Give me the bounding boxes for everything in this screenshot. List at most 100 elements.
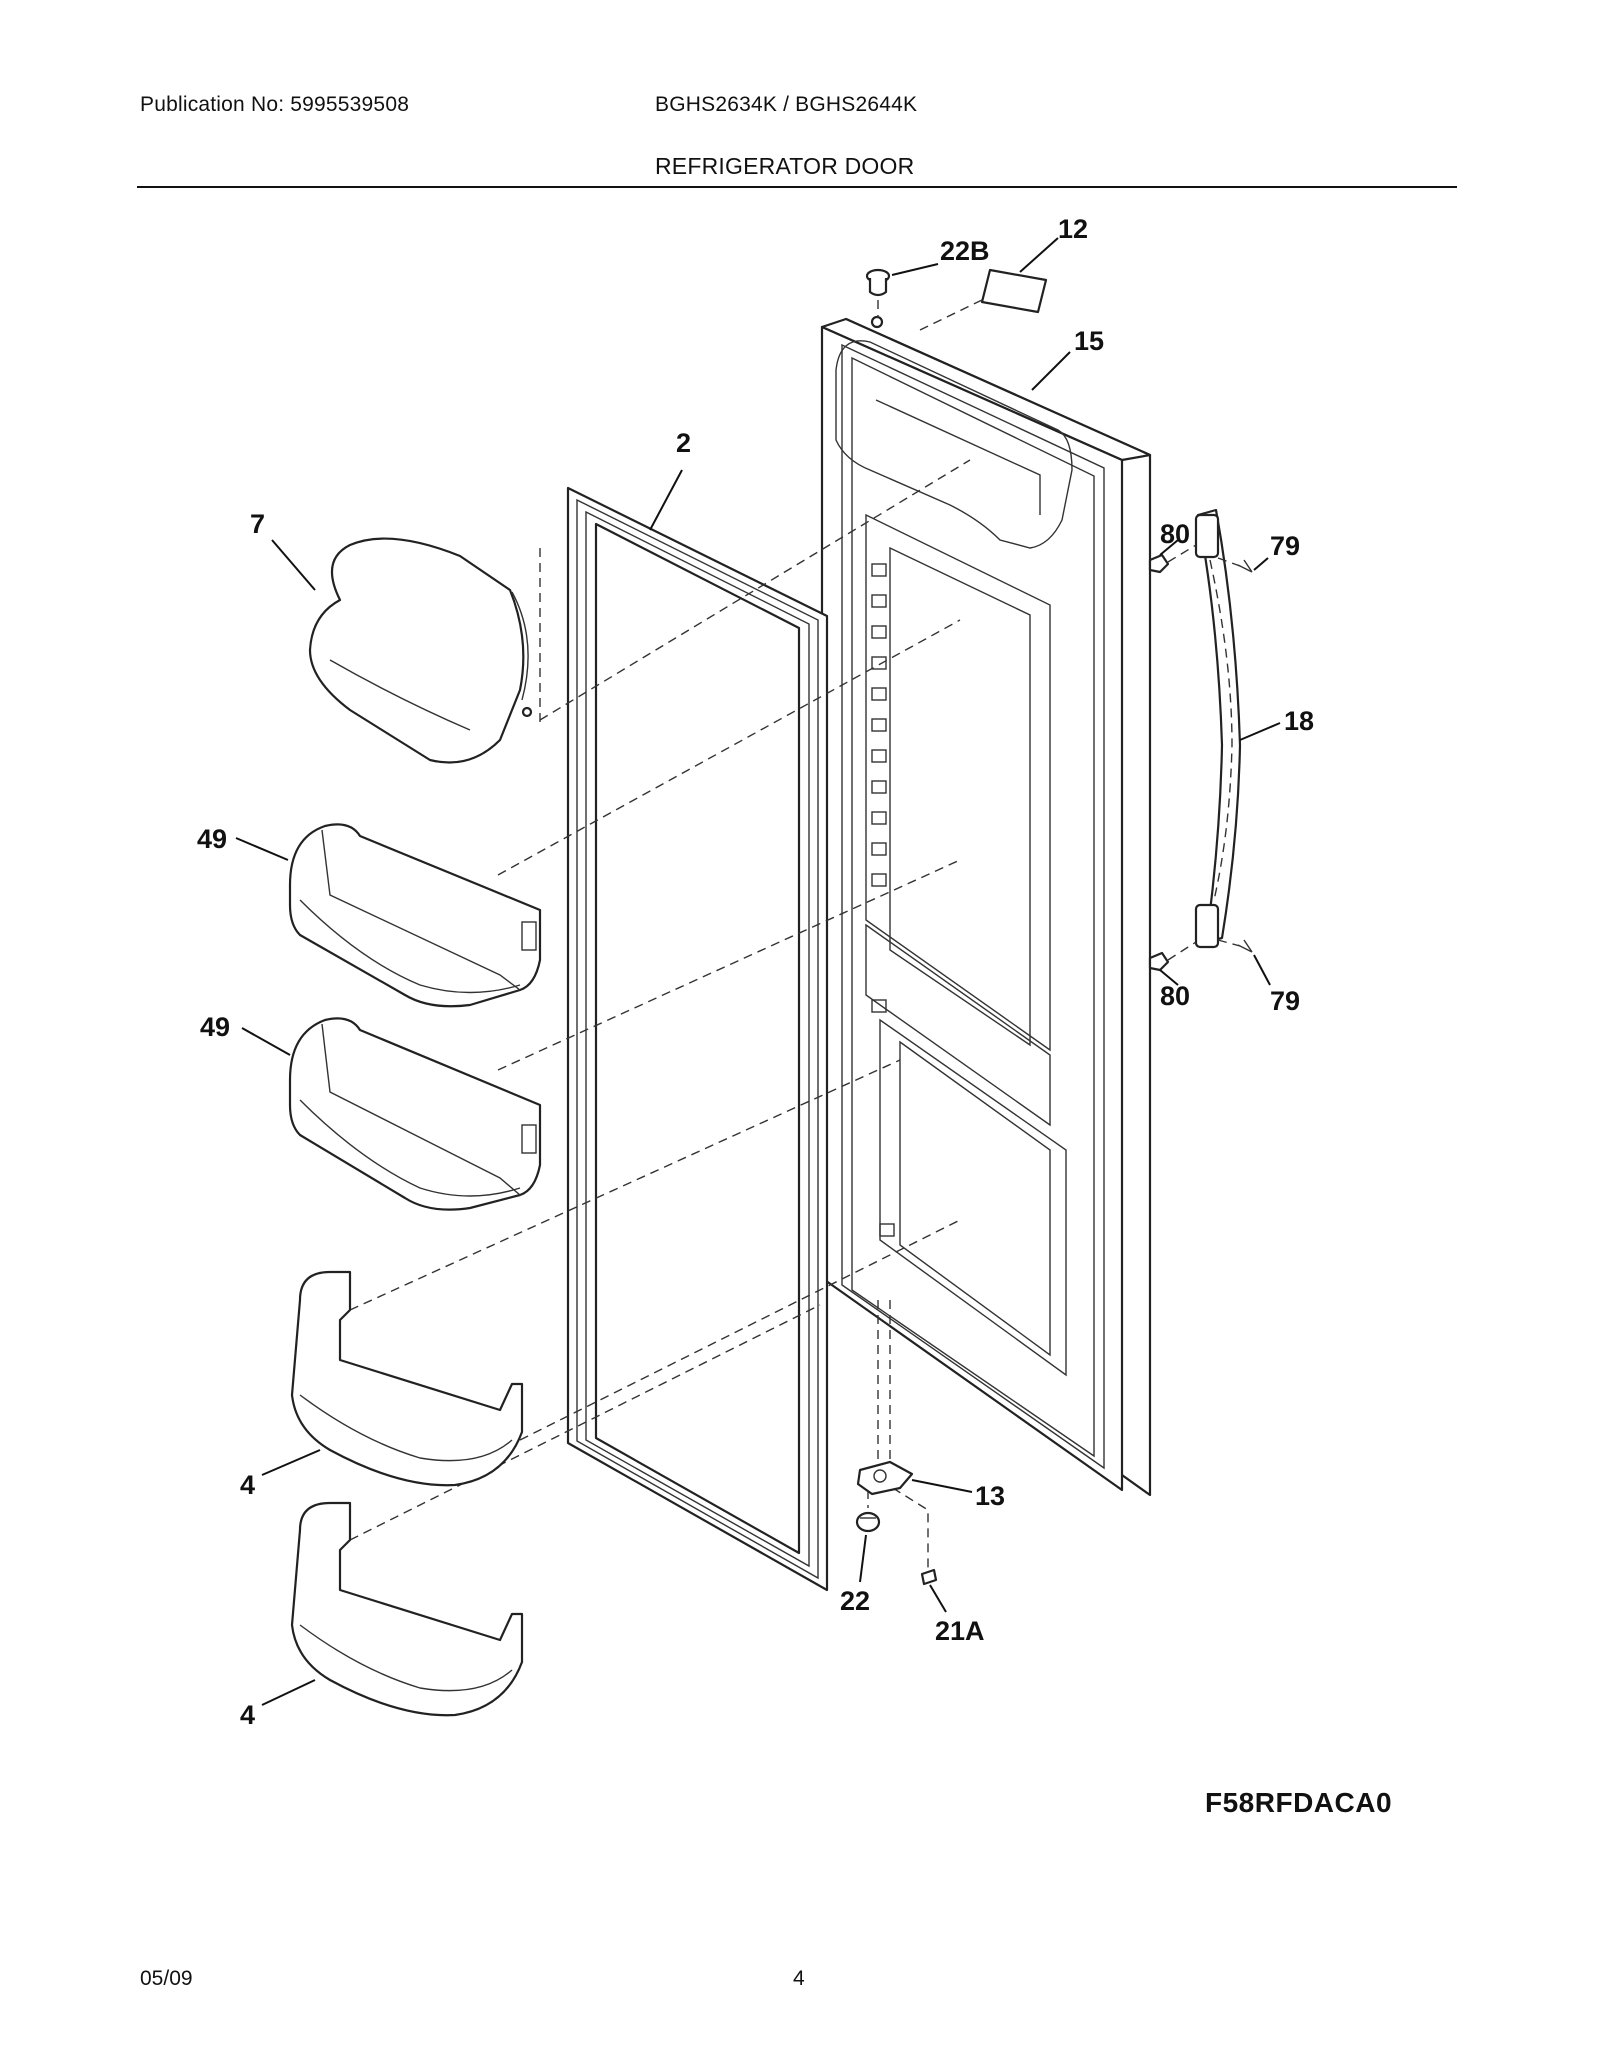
section-title: REFRIGERATOR DOOR <box>655 153 915 179</box>
screw-80b-head <box>1148 951 1170 972</box>
publication-date: 05/09 <box>140 1967 193 1990</box>
handle-cap-part-79-upper <box>1217 557 1253 573</box>
screw-80a-head <box>1148 553 1170 574</box>
leader-49b <box>241 1027 291 1056</box>
door-upper-cavity <box>865 513 1051 1052</box>
gasket-inner <box>594 522 801 1555</box>
dash-4b-top <box>349 1304 821 1541</box>
hinge-dash-3 <box>879 1479 929 1570</box>
bin-49-body <box>288 823 542 1008</box>
shelf-stud <box>871 594 887 608</box>
shelf-stud <box>871 873 887 887</box>
cap-79a-dash <box>1217 557 1241 567</box>
door-top-shelf-molding <box>835 340 1073 549</box>
handle-centerline <box>1209 559 1233 901</box>
bin-49-lip <box>299 899 521 994</box>
leader-21a <box>929 1584 947 1613</box>
door-upper-cavity-inner <box>889 546 1031 1047</box>
shelf-stud <box>871 718 887 732</box>
callout-12: 12 <box>1058 214 1088 244</box>
cap-79a-shape <box>1237 559 1253 573</box>
bottom-bushing-part-22 <box>855 1511 881 1533</box>
publication-number: Publication No: 5995539508 <box>140 93 410 116</box>
model-numbers: BGHS2634K / BGHS2644K <box>655 93 918 116</box>
handle-cap-part-79-lower <box>1217 939 1253 953</box>
leader-80a <box>1159 539 1179 556</box>
gasket-ridge-2 <box>585 510 810 1568</box>
figure-code: F58RFDACA0 <box>1205 1787 1393 1818</box>
bin-49b-inner-edge <box>321 1023 521 1196</box>
leader-4a <box>261 1449 321 1476</box>
shelf-stud <box>879 1223 895 1237</box>
leader-22 <box>859 1534 867 1583</box>
shelf-4a-body <box>290 1270 524 1487</box>
canister-end-cap <box>511 591 529 701</box>
hinge-bushing-part-22b <box>865 268 891 318</box>
hinge-plate-hole <box>873 1469 887 1483</box>
leader-7 <box>271 539 316 591</box>
leader-13 <box>911 1479 973 1493</box>
callout-4a: 4 <box>240 1470 255 1500</box>
shelf-stud <box>871 780 887 794</box>
callout-4b: 4 <box>240 1700 255 1730</box>
assembly-dash-lines <box>349 459 971 1541</box>
door-shelf-part-4-upper <box>290 1270 524 1487</box>
shelf-stud <box>871 625 887 639</box>
leader-79b <box>1253 954 1271 986</box>
bin-49-clip <box>521 921 537 951</box>
leader-49a <box>235 837 289 861</box>
leader-15 <box>1031 351 1071 391</box>
canister-part-7 <box>308 537 533 764</box>
shelf-stud <box>871 749 887 763</box>
gasket-ridge-1 <box>576 498 819 1580</box>
dash-49a-to-door <box>497 619 961 876</box>
trim-label-part-12 <box>980 268 1048 314</box>
page-number: 4 <box>793 1967 805 1990</box>
leader-80b <box>1159 969 1179 986</box>
door-lower-cavity-inner <box>899 1040 1051 1357</box>
shelf-stud <box>871 842 887 856</box>
callout-18: 18 <box>1284 706 1314 736</box>
shelf-stud <box>871 811 887 825</box>
bin-49b-lip <box>299 1099 521 1197</box>
door-bin-part-49-upper <box>288 823 542 1008</box>
callout-49b: 49 <box>200 1012 230 1042</box>
callout-2: 2 <box>676 428 691 458</box>
door-liner-edge <box>851 356 1095 1458</box>
callout-21a: 21A <box>935 1616 985 1646</box>
callout-15: 15 <box>1074 326 1104 356</box>
door-lower-cavity <box>879 1018 1067 1377</box>
door-middle-divider <box>865 923 1051 1127</box>
canister-seam <box>329 659 471 731</box>
bin-49b-clip <box>521 1124 537 1154</box>
cap-79b-shape <box>1237 939 1253 953</box>
shelf-stud <box>871 687 887 701</box>
callout-7: 7 <box>250 509 265 539</box>
callout-79b: 79 <box>1270 986 1300 1016</box>
bin-49-inner-edge <box>321 829 521 991</box>
door-shelf-studs <box>871 563 895 1237</box>
top-hinge-hole <box>870 315 884 329</box>
hinge-screw-part-21a <box>920 1568 938 1586</box>
canister-pin <box>521 706 533 718</box>
bushing-22-body <box>855 1511 881 1533</box>
refrigerator-door-part-15 <box>820 315 1152 1497</box>
dash-49b-to-door <box>497 859 961 1071</box>
shelf-4b-body <box>290 1501 524 1717</box>
leader-12 <box>1019 237 1059 273</box>
screw-80a-dash <box>1167 544 1197 563</box>
bottom-hinge-dash-lines <box>867 1300 929 1570</box>
trim-dash-line <box>919 299 983 331</box>
handle-screw-part-80-lower <box>1148 941 1197 972</box>
shelf-stud <box>871 999 887 1013</box>
bushing-stem <box>868 278 888 297</box>
shelf-stud <box>871 563 887 577</box>
shelf-stud <box>871 656 887 670</box>
leader-22b <box>891 263 939 276</box>
screw-80b-dash <box>1167 941 1197 961</box>
handle-top-bracket <box>1194 513 1220 559</box>
callout-22: 22 <box>840 1586 870 1616</box>
leader-18 <box>1239 722 1281 741</box>
leader-4b <box>261 1679 316 1706</box>
door-gasket-groove <box>841 343 1105 1470</box>
